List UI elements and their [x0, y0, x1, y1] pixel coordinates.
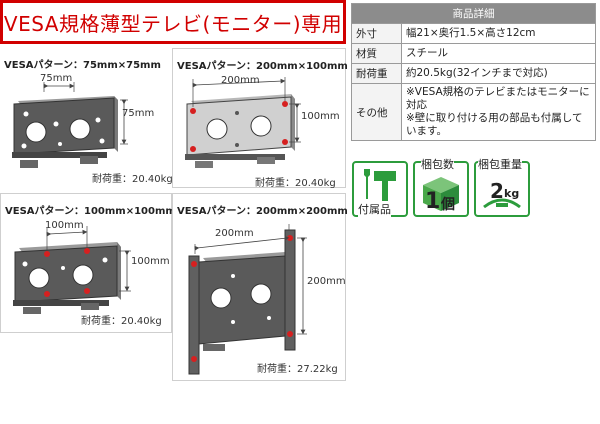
- panel-vesa-100x100: VESAパターン：100mm×100mm 100mm 100mm 耐荷重：20.…: [0, 193, 176, 333]
- load-capacity: 耐荷重：20.40kg: [81, 316, 162, 327]
- package-count-label: 梱包数: [421, 156, 454, 172]
- box-icon: [423, 177, 459, 211]
- vertical-dimension: 100mm: [131, 256, 170, 267]
- load-capacity: 耐荷重：27.22kg: [257, 364, 338, 375]
- spec-header-row: 商品詳細: [351, 3, 596, 24]
- panel-title: VESAパターン：200mm×200mm: [177, 206, 348, 217]
- spec-label: 材質: [351, 43, 402, 64]
- bracket-diagram-75x75: [12, 82, 128, 168]
- package-count-info: 梱包数 1 個: [413, 156, 469, 217]
- spec-value: 約20.5kg(32インチまで対応): [401, 63, 596, 84]
- package-count-value: 1: [425, 189, 441, 214]
- package-count-unit: 個: [441, 197, 455, 213]
- vertical-dimension: 75mm: [122, 108, 155, 119]
- panel-title: VESAパターン：75mm×75mm: [4, 60, 161, 71]
- spec-value: ※VESA規格のテレビまたはモニターに対応 ※壁に取り付ける用の部品も付属してい…: [401, 83, 596, 141]
- spec-header: 商品詳細: [351, 3, 596, 24]
- spec-row: その他 ※VESA規格のテレビまたはモニターに対応 ※壁に取り付ける用の部品も付…: [351, 83, 596, 141]
- spec-value: 幅21×奥行1.5×高さ12cm: [401, 23, 596, 44]
- vertical-dimension: 100mm: [301, 111, 340, 122]
- horizontal-dimension: 200mm: [215, 228, 254, 239]
- horizontal-dimension: 100mm: [45, 220, 84, 231]
- bracket-diagram-200x100: [185, 77, 301, 168]
- spec-label: その他: [351, 83, 402, 141]
- panel-vesa-200x100: VESAパターン：200mm×100mm 200mm 100mm 耐荷重：20.…: [172, 48, 348, 189]
- spec-label: 耐荷重: [351, 63, 402, 84]
- tools-icon: [364, 169, 396, 201]
- spec-value: スチール: [401, 43, 596, 64]
- panel-title: VESAパターン：200mm×100mm: [177, 61, 348, 72]
- spec-label: 外寸: [351, 23, 402, 44]
- weight-icon: [483, 198, 521, 209]
- bracket-diagram-100x100: [13, 226, 131, 314]
- load-capacity: 耐荷重：20.40kg: [255, 178, 336, 189]
- accessory-label: 付属品: [358, 201, 391, 217]
- spec-table: 商品詳細 外寸 幅21×奥行1.5×高さ12cm 材質 スチール 耐荷重 約20…: [351, 3, 596, 141]
- title-banner: VESA規格薄型テレビ(モニター)専用: [0, 0, 346, 44]
- package-weight-unit: kg: [504, 187, 520, 200]
- vertical-dimension: 200mm: [307, 276, 346, 287]
- bracket-diagram-200x200: [188, 224, 307, 375]
- accessory-info: 付属品: [352, 161, 408, 217]
- horizontal-dimension: 75mm: [40, 73, 73, 84]
- page-title: VESA規格薄型テレビ(モニター)専用: [3, 11, 343, 36]
- load-capacity: 耐荷重：20.40kg: [92, 174, 173, 185]
- spec-row: 外寸 幅21×奥行1.5×高さ12cm: [351, 23, 596, 44]
- horizontal-dimension: 200mm: [221, 75, 260, 86]
- package-weight-info: 梱包重量 2 kg: [474, 156, 530, 217]
- package-weight-label: 梱包重量: [478, 156, 522, 172]
- panel-vesa-200x200: VESAパターン：200mm×200mm 200mm 200mm 耐荷重：27.…: [172, 193, 348, 381]
- spec-row: 材質 スチール: [351, 43, 596, 64]
- spec-row: 耐荷重 約20.5kg(32インチまで対応): [351, 63, 596, 84]
- panel-title: VESAパターン：100mm×100mm: [5, 206, 176, 217]
- package-weight-value: 2: [490, 179, 504, 203]
